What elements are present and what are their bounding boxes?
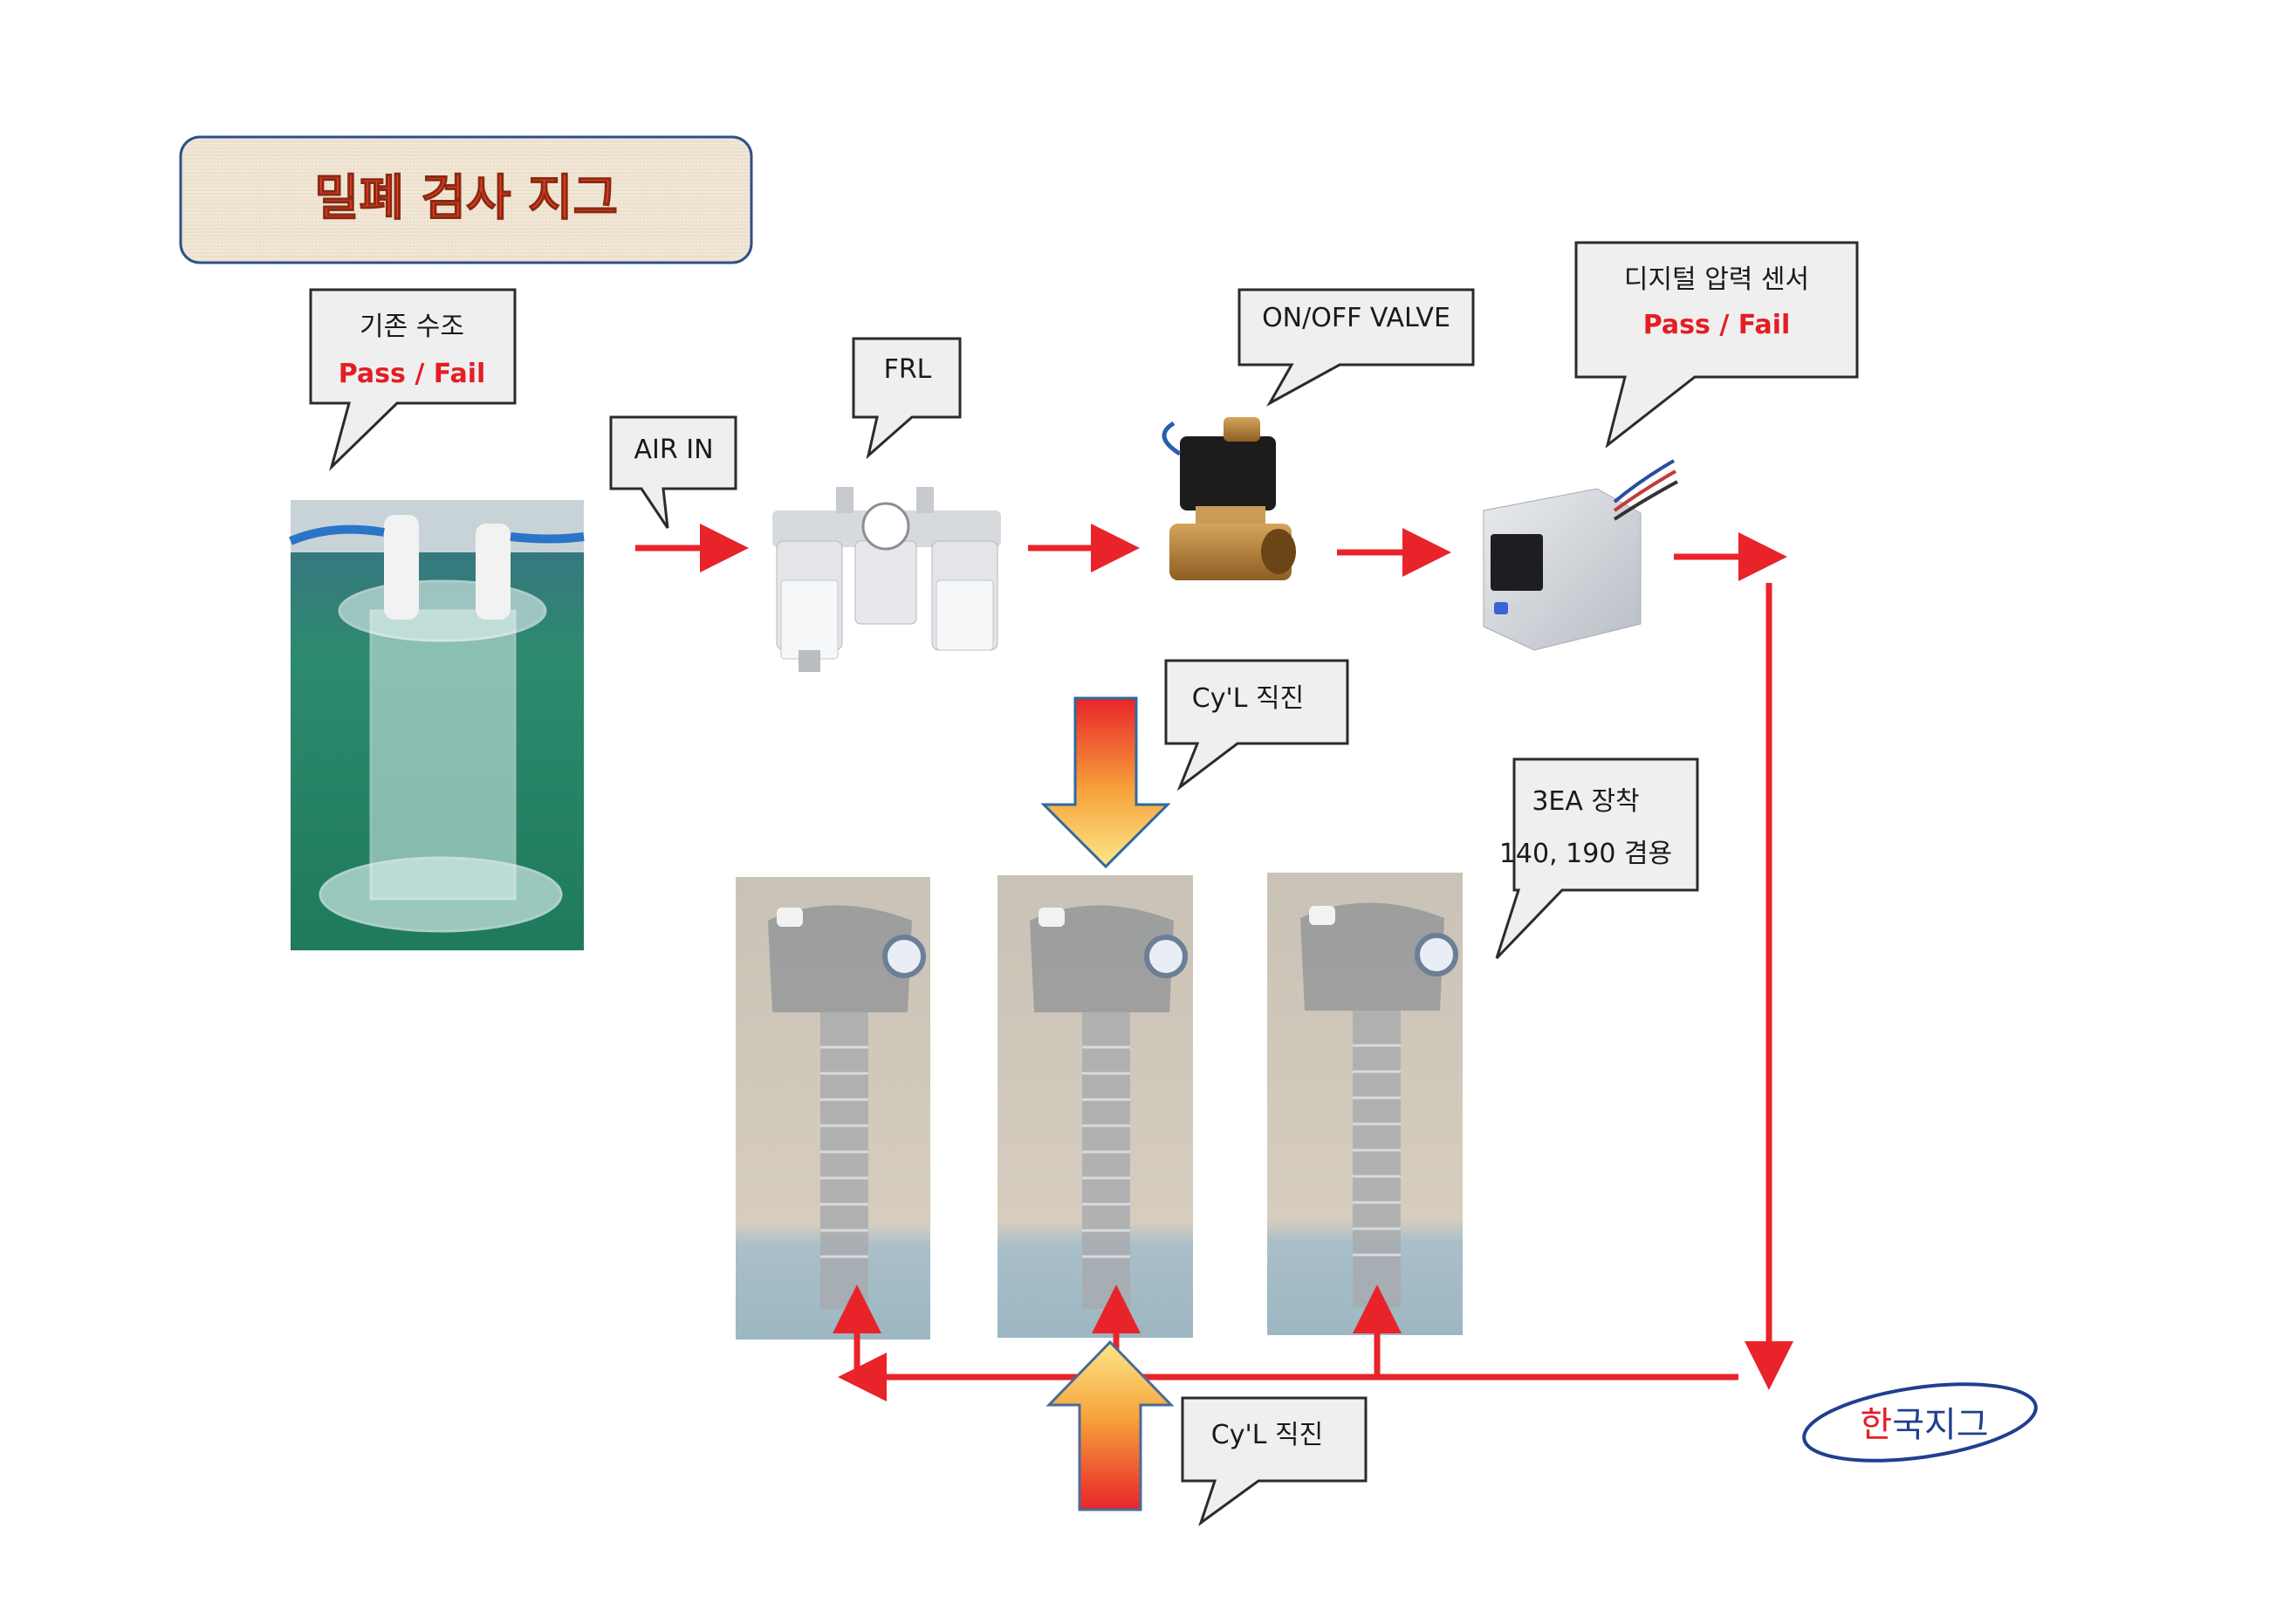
callout-digital-sensor: 디지털 압력 센서 Pass / Fail: [1574, 241, 1859, 449]
cyl-down-arrow: [1040, 696, 1171, 869]
callout-cyl-top-label: Cy'L 직진: [1192, 683, 1304, 714]
callout-3ea: 3EA 장착 140, 190 겸용: [1495, 757, 1699, 960]
callout-frl: FRL: [852, 337, 962, 460]
callout-cyl-bottom: Cy'L 직진: [1181, 1396, 1368, 1526]
callout-frl-label: FRL: [884, 354, 932, 385]
frl-unit-image: [772, 487, 1001, 672]
callout-air-in-label: AIR IN: [634, 435, 713, 465]
cylinder-photo-1: [736, 877, 930, 1340]
cylinder-photo-3: [1267, 873, 1463, 1335]
callout-existing-tank-result: Pass / Fail: [339, 359, 486, 389]
logo-ring: [1802, 1382, 2038, 1463]
onoff-valve-image: [1162, 417, 1296, 580]
callout-existing-tank: 기존 수조 Pass / Fail: [309, 288, 517, 471]
callout-onoff-valve: ON/OFF VALVE: [1237, 288, 1475, 407]
page-title: 밀폐 검사 지그: [314, 170, 618, 227]
title-box: 밀폐 검사 지그: [179, 135, 753, 264]
cylinder-photo-2: [997, 875, 1193, 1338]
logo-char-red: 한: [1860, 1405, 1892, 1445]
cyl-up-arrow: [1045, 1340, 1175, 1511]
callout-3ea-compat: 140, 190 겸용: [1499, 839, 1672, 869]
flow-arrows: [635, 524, 1793, 1401]
company-logo: 한국지그: [1802, 1382, 2038, 1463]
callout-digital-sensor-label: 디지털 압력 센서: [1624, 264, 1809, 295]
callout-existing-tank-label: 기존 수조: [360, 312, 464, 342]
callout-cyl-top: Cy'L 직진: [1164, 659, 1349, 791]
water-tank-photo: [289, 500, 585, 950]
logo-text: 한국지그: [1860, 1405, 1988, 1445]
logo-char-rest: 국지그: [1892, 1405, 1988, 1445]
callout-onoff-valve-label: ON/OFF VALVE: [1262, 303, 1450, 333]
callout-air-in: AIR IN: [609, 415, 737, 529]
digital-pressure-sensor-image: [1483, 459, 1678, 651]
callout-3ea-label: 3EA 장착: [1532, 786, 1639, 817]
callout-cyl-bottom-label: Cy'L 직진: [1211, 1420, 1323, 1450]
callout-digital-sensor-result: Pass / Fail: [1643, 310, 1791, 340]
